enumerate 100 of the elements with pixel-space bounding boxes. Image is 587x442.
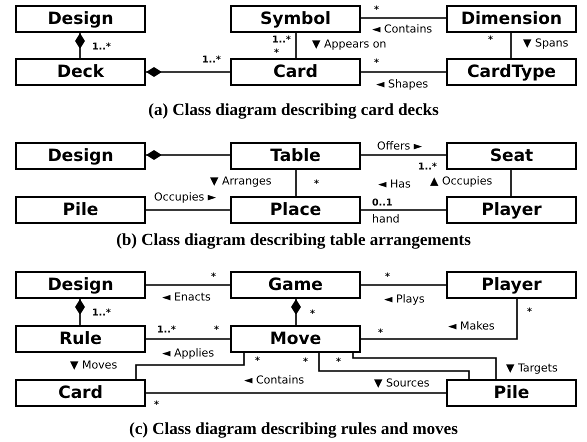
class-name: Move (270, 329, 322, 349)
edge-label: ▲ Occupies (430, 174, 492, 188)
class-box (446, 196, 577, 224)
association-line (361, 299, 518, 340)
class-name: Design (48, 9, 114, 29)
association-line (361, 154, 446, 156)
edge-label: ◄ Enacts (162, 290, 211, 304)
multiplicity: * (488, 34, 493, 46)
association-line (146, 284, 230, 286)
composition-line (75, 299, 85, 325)
class-box (15, 196, 146, 224)
class-box (446, 271, 577, 299)
edge-label: ◄ Plays (384, 292, 425, 306)
class-box (446, 58, 577, 86)
association-line (510, 33, 512, 58)
association-line (146, 392, 446, 394)
class-box (446, 5, 577, 33)
multiplicity: * (314, 178, 319, 190)
class-name: Design (48, 146, 114, 166)
class-box (446, 142, 577, 170)
class-name: Table (270, 146, 321, 166)
composition-line (291, 299, 301, 325)
association-line (135, 353, 245, 379)
association-line (361, 209, 446, 211)
association-line (361, 17, 446, 19)
class-name: Seat (490, 146, 534, 166)
edge-label: Occupies ► (154, 190, 216, 204)
class-name: Card (273, 62, 318, 82)
class-box (15, 271, 146, 299)
multiplicity: * (527, 306, 532, 318)
edge-label: ◄ Has (378, 178, 411, 190)
edge-label: ◄ Contains (244, 374, 304, 386)
class-name: Symbol (260, 9, 331, 29)
multiplicity: * (385, 272, 390, 282)
multiplicity: * (336, 356, 341, 368)
class-box (230, 271, 361, 299)
edge-label: ◄ Applies (162, 346, 214, 360)
class-box (15, 5, 146, 33)
class-name: Rule (59, 329, 102, 349)
multiplicity: * (154, 400, 159, 410)
association-line (352, 353, 497, 379)
subfigure-caption: (c) Class diagram describing rules and moves (128, 419, 459, 439)
association-line (295, 33, 297, 58)
association-line (361, 284, 446, 286)
association-line (318, 353, 470, 379)
class-box (15, 379, 146, 407)
class-name: CardType (467, 62, 556, 82)
composition-line (75, 33, 85, 58)
multiplicity: * (374, 58, 379, 68)
multiplicity: 1..* (202, 54, 221, 66)
edge-label: Offers ► (377, 140, 422, 152)
class-box (15, 325, 146, 353)
multiplicity: 0..1 (372, 198, 392, 208)
subfigure-caption: (b) Class diagram describing table arrangements (115, 230, 472, 250)
multiplicity: 1..* (157, 324, 176, 336)
edge-label: ▼ Moves (70, 358, 118, 372)
role-name: hand (372, 214, 400, 224)
multiplicity: 1..* (92, 308, 111, 318)
association-line (146, 338, 230, 340)
class-box (15, 142, 146, 170)
multiplicity: 1..* (272, 34, 291, 46)
class-name: Game (268, 275, 323, 295)
association-line (361, 71, 446, 73)
multiplicity: * (378, 328, 383, 338)
edge-label: ◄ Shapes (376, 78, 428, 90)
class-name: Pile (62, 200, 98, 220)
multiplicity: * (374, 4, 379, 16)
multiplicity: * (211, 272, 216, 282)
class-box (15, 58, 146, 86)
edge-label: ▼ Arranges (210, 174, 272, 188)
class-box (230, 5, 361, 33)
composition-line (146, 67, 230, 77)
multiplicity: * (310, 308, 315, 320)
association-line (146, 209, 230, 211)
class-name: Dimension (460, 9, 562, 29)
class-name: Player (481, 275, 542, 295)
multiplicity: * (214, 324, 219, 336)
class-name: Place (270, 200, 322, 220)
association-line (295, 170, 297, 196)
class-box (446, 379, 577, 407)
multiplicity: 1..* (92, 42, 111, 52)
composition-line (146, 150, 230, 160)
multiplicity: * (274, 48, 279, 58)
class-box (230, 58, 361, 86)
edge-label: ▼ Targets (506, 362, 558, 374)
class-name: Design (48, 275, 114, 295)
class-box (230, 325, 361, 353)
edge-label: ◄ Contains (372, 22, 432, 36)
multiplicity: * (255, 356, 260, 366)
multiplicity: * (303, 356, 308, 368)
class-name: Player (481, 200, 542, 220)
class-box (230, 196, 361, 224)
class-box (230, 142, 361, 170)
edge-label: ▼ Spans (523, 36, 568, 50)
edge-label: ◄ Makes (448, 320, 495, 332)
multiplicity: 1..* (418, 162, 437, 172)
association-line (510, 170, 512, 196)
class-name: Card (58, 383, 103, 403)
edge-label: ▼ Appears on (312, 38, 386, 50)
class-name: Pile (494, 383, 530, 403)
